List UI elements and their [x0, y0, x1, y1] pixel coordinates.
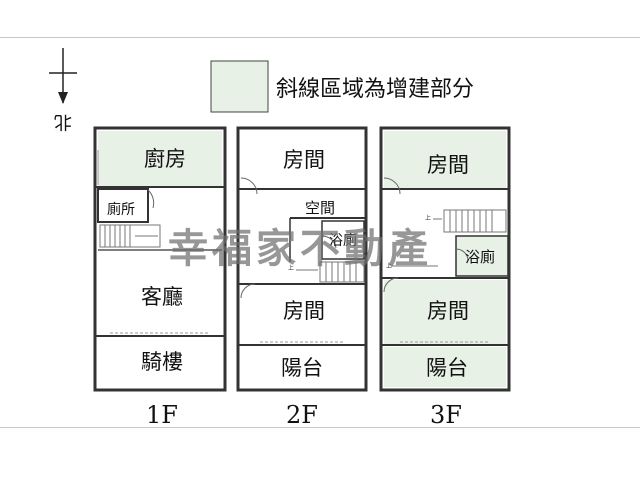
- floor-label-2f: 2F: [286, 401, 318, 429]
- diagram-frame: [0, 37, 640, 428]
- room-arcade-1f: 騎樓: [141, 350, 183, 374]
- room-bath-3f: 浴廁: [465, 248, 495, 266]
- floor-label-1f: 1F: [146, 401, 178, 429]
- floor-plan-2f: 上 房間 空間 浴廁 房間 陽台: [236, 126, 368, 392]
- legend-text: 斜線區域為增建部分: [276, 77, 474, 102]
- legend-swatch: [210, 60, 269, 113]
- floor-label-3f: 3F: [430, 401, 462, 429]
- stair-up-mark-2f: 上: [288, 264, 294, 272]
- staircase-3f: [433, 209, 507, 233]
- room-toilet-1f: 廁所: [107, 201, 135, 218]
- room-balcony-3f: 陽台: [426, 356, 468, 380]
- room-bottom-2f: 房間: [283, 299, 325, 323]
- staircase-2f: [296, 261, 365, 283]
- room-living-1f: 客廳: [141, 285, 183, 309]
- floor-plan-3f: 上 上 房間 浴廁 房間 陽台: [379, 126, 511, 392]
- room-balcony-2f: 陽台: [281, 356, 323, 380]
- north-arrow-icon: [49, 48, 77, 104]
- stair-up-mark-3f: 上: [425, 214, 431, 222]
- staircase-1f: [99, 224, 161, 248]
- room-top-3f: 房間: [427, 153, 469, 177]
- room-kitchen-1f: 廚房: [144, 147, 186, 171]
- watermark: 幸福家不動產: [168, 226, 432, 272]
- room-top-2f: 房間: [283, 148, 325, 172]
- room-bottom-3f: 房間: [427, 299, 469, 323]
- compass-label: 北: [54, 111, 72, 132]
- stair-up-mark-3f-lower: 上: [386, 262, 392, 270]
- room-space-2f: 空間: [305, 199, 335, 217]
- room-bath-2f: 浴廁: [329, 232, 357, 249]
- floor-plan-1f: 廚房 廁所 客廳 騎樓: [93, 126, 227, 392]
